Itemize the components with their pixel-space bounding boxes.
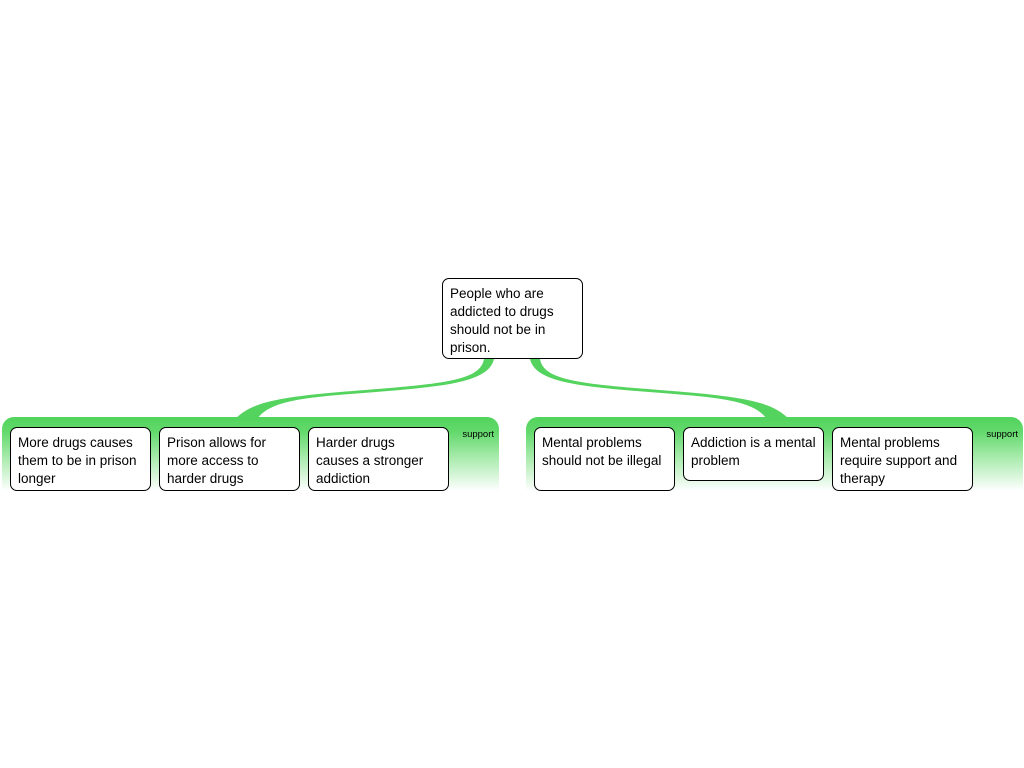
- group-label: support: [986, 429, 1018, 440]
- premise-text: Mental problems require support and ther…: [840, 435, 958, 486]
- connector-left: [236, 359, 494, 418]
- premise-node[interactable]: Harder drugs causes a stronger addiction: [308, 427, 449, 491]
- support-group-left[interactable]: support More drugs causes them to be in …: [2, 417, 499, 491]
- group-label: support: [462, 429, 494, 440]
- root-claim-node[interactable]: People who are addicted to drugs should …: [442, 278, 583, 359]
- premise-text: More drugs causes them to be in prison l…: [18, 435, 137, 486]
- premise-text: Addiction is a mental problem: [691, 435, 816, 468]
- premise-node[interactable]: Addiction is a mental problem: [683, 427, 824, 481]
- premise-node[interactable]: Prison allows for more access to harder …: [159, 427, 300, 491]
- connector-right: [530, 359, 788, 418]
- premise-text: Mental problems should not be illegal: [542, 435, 662, 468]
- premise-node[interactable]: Mental problems require support and ther…: [832, 427, 973, 491]
- root-claim-text: People who are addicted to drugs should …: [450, 286, 554, 355]
- support-group-right[interactable]: support Mental problems should not be il…: [526, 417, 1023, 491]
- premise-text: Harder drugs causes a stronger addiction: [316, 435, 424, 486]
- premise-node[interactable]: More drugs causes them to be in prison l…: [10, 427, 151, 491]
- premise-node[interactable]: Mental problems should not be illegal: [534, 427, 675, 491]
- premise-text: Prison allows for more access to harder …: [167, 435, 267, 486]
